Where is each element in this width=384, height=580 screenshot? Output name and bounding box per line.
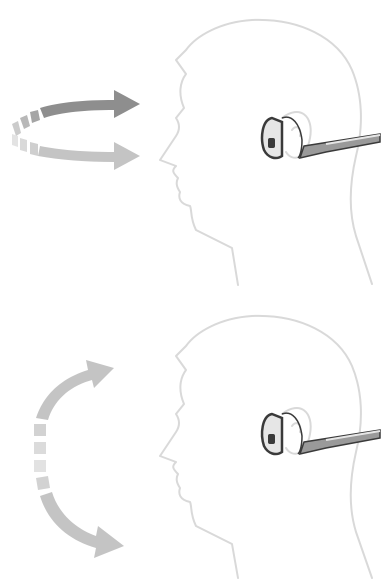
panel-head-nod-svg	[34, 314, 381, 579]
turn-head-left-right-icon	[12, 90, 140, 170]
headset-icon	[260, 116, 381, 160]
headset-icon	[260, 412, 381, 456]
panel-head-nod	[0, 290, 384, 580]
nod-head-up-down-icon	[34, 360, 124, 558]
panel-head-turn-svg	[12, 18, 381, 286]
panel-head-turn	[12, 18, 381, 286]
